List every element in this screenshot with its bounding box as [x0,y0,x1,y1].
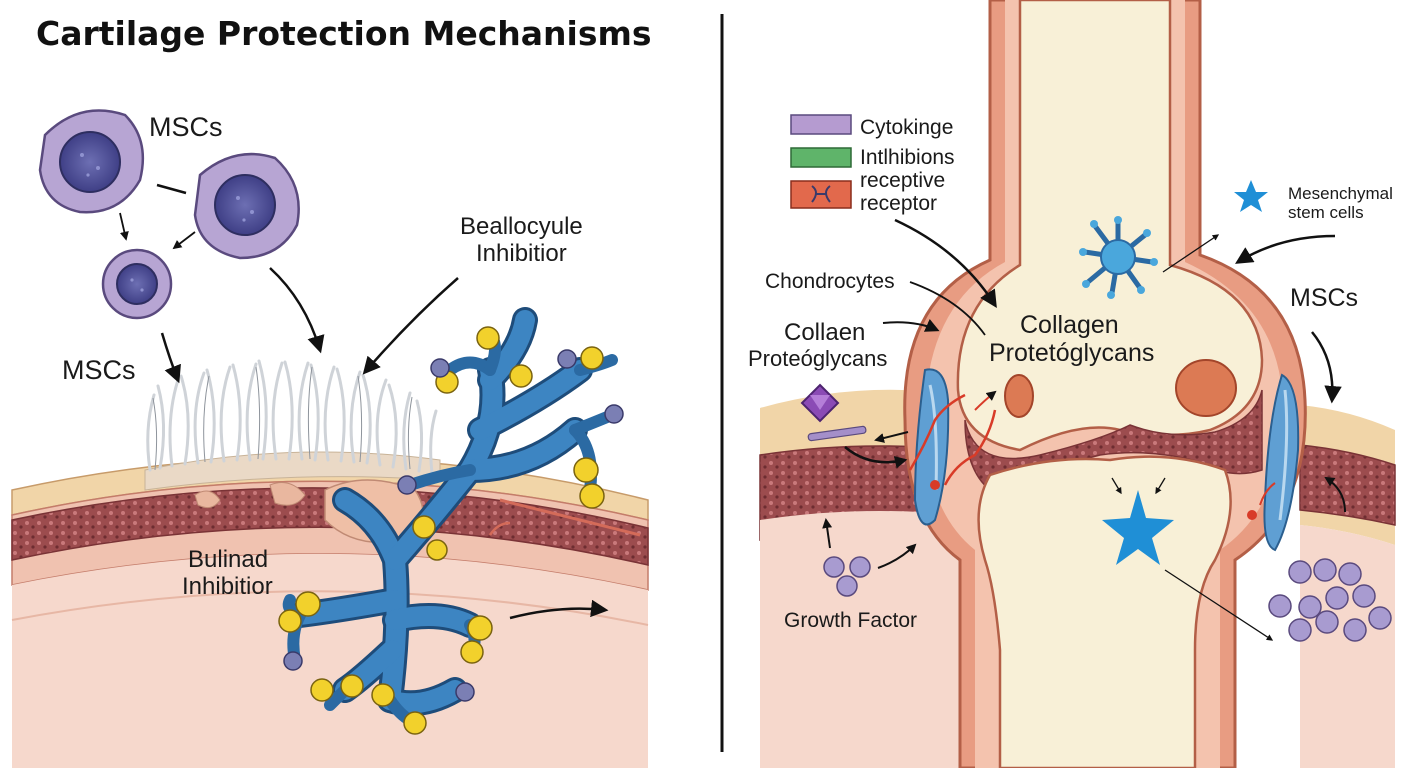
chondrocyte-oval [1004,374,1034,418]
legend-swatch-cytokine [790,114,852,135]
tissue-lower [12,553,648,768]
inhibitor-bottom-line1: Bulinad [188,546,269,573]
purple-sphere-cluster [1268,558,1392,642]
collagen-left-line1: Collaen [784,319,866,346]
collagen-center-line1: Collagen [1020,311,1119,339]
page-title: Cartilage Protection Mechanisms [36,14,652,53]
right-arrows [822,218,1346,641]
inhibitor-top-label: Beallocyule Inhibitior [460,213,583,268]
right-panel [759,0,1396,768]
inhibitor-top-line2: Inhibitior [476,239,567,267]
growth-factor-cluster [823,556,871,597]
msc-label-right: MSCs [1290,284,1359,312]
legend [790,114,852,209]
legend-swatch-inhibitions [790,147,852,168]
mesenchymal-line1: Mesenchymal [1288,184,1393,203]
legend-label-receptive: receptive [860,169,946,192]
collagen-left-label: Collaen Proteóglycans [748,319,888,372]
dotted-band [11,487,649,566]
legend-label-inhibitions: Intlhibions [860,146,955,169]
purple-bar [807,425,867,442]
branched-structure [282,307,618,726]
msc-cell [101,248,173,320]
chondrocyte-oval [1175,359,1237,417]
msc-label-top: MSCs [149,112,223,142]
inhibitor-bottom-label: Bulinad Inhibitior [182,546,273,601]
collagen-center-label: Collagen Protetóglycans [989,311,1154,367]
side-tissue-right [1263,373,1300,552]
inhibitor-top-line1: Beallocyule [460,213,583,240]
collagen-center-line2: Protetóglycans [989,339,1155,367]
tibia-bone [977,455,1232,768]
msc-label-left: MSCs [62,355,136,385]
fiber-tuft [144,359,441,491]
legend-star-icon [1234,180,1268,212]
left-arrows [119,183,609,620]
mesenchymal-line2: stem cells [1288,203,1364,223]
legend-label-cytokine: Cytokinge [860,116,954,139]
msc-cell [193,152,300,260]
inhibitor-bottom-line2: Inhibitior [182,572,273,600]
left-panel [11,109,649,768]
big-star-icon [1102,490,1174,565]
growth-factor-label: Growth Factor [784,609,918,632]
collagen-left-line2: Proteóglycans [748,345,888,371]
chondrocytes-label: Chondrocytes [765,270,895,293]
legend-label-receptor: receptor [860,192,938,215]
msc-cell [38,109,145,214]
mesenchymal-label: Mesenchymal stem cells [1288,184,1393,222]
